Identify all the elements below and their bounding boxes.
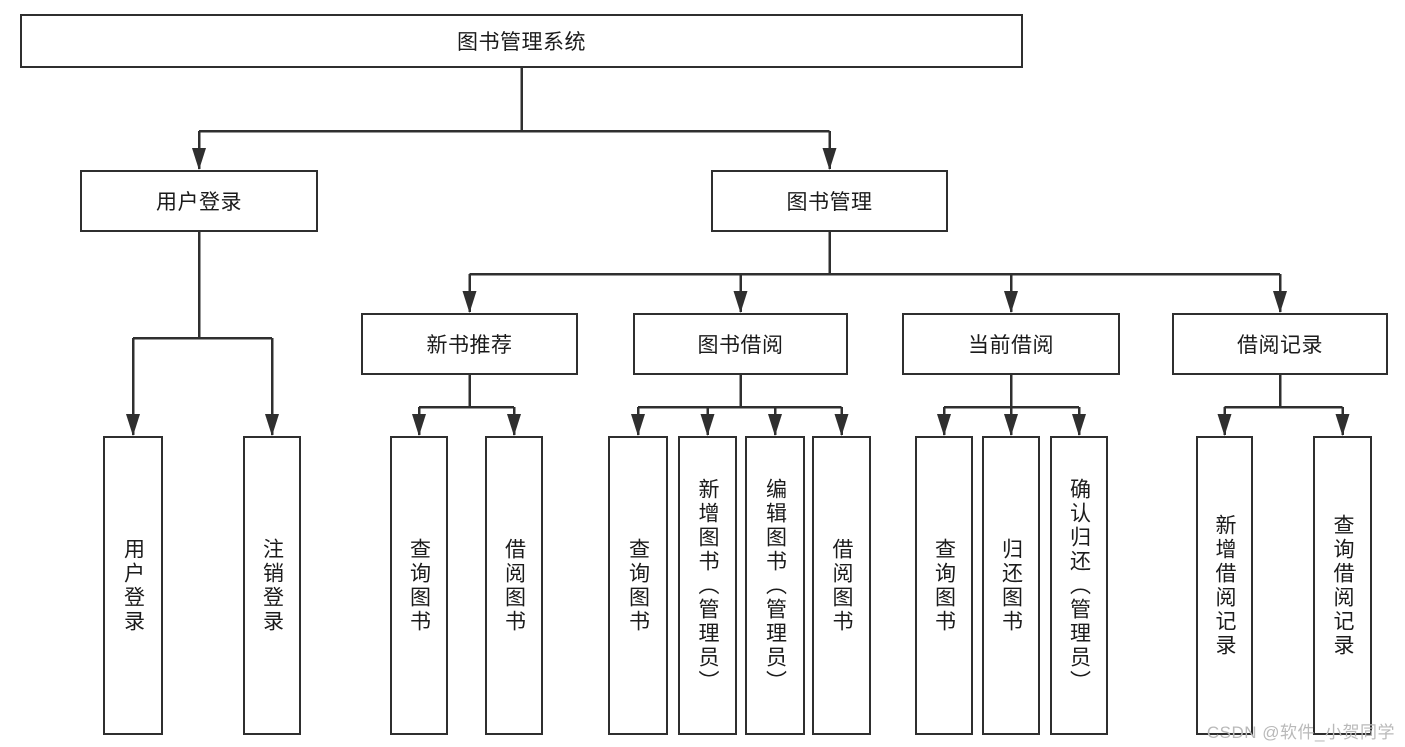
node-label: 确认归还（管理员） [1067,477,1091,694]
edge-arrowhead [192,148,206,170]
edge-arrowhead [1273,291,1287,313]
node-label: 图书管理 [786,191,873,214]
node-label: 借阅图书 [502,537,526,634]
node-label: 用户登录 [156,191,242,214]
node-label: 借阅记录 [1237,334,1323,357]
edge-arrowhead [1004,414,1018,436]
node-label: 归还图书 [999,537,1023,634]
node-label: 查询图书 [932,537,956,634]
node-leaf-query-3[interactable]: 查询图书 [915,436,973,735]
node-label: 图书管理系统 [457,31,586,54]
node-leaf-borrow-2[interactable]: 借阅图书 [812,436,871,735]
node-current-borrow[interactable]: 当前借阅 [902,313,1120,375]
watermark: CSDN @软件_小贺同学 [1206,723,1395,742]
node-leaf-query-rec[interactable]: 查询借阅记录 [1313,436,1372,735]
node-user-login[interactable]: 用户登录 [80,170,318,232]
node-label: 注销登录 [260,537,284,634]
node-leaf-add-rec[interactable]: 新增借阅记录 [1196,436,1253,735]
node-label: 用户登录 [121,537,145,634]
node-root[interactable]: 图书管理系统 [20,14,1023,68]
edge-arrowhead [412,414,426,436]
node-leaf-query-2[interactable]: 查询图书 [608,436,668,735]
edge-arrowhead [834,414,849,436]
node-book-borrow[interactable]: 图书借阅 [633,313,848,375]
node-label: 查询图书 [407,537,431,634]
node-borrow-record[interactable]: 借阅记录 [1172,313,1388,375]
node-label: 查询图书 [626,537,650,634]
node-leaf-user-login[interactable]: 用户登录 [103,436,163,735]
node-new-book-rec[interactable]: 新书推荐 [361,313,578,375]
edge-arrowhead [1072,414,1086,436]
edge-arrowhead [768,414,782,436]
edge-arrowhead [1335,414,1350,436]
edge-arrowhead [937,414,951,436]
node-label: 新书推荐 [426,334,513,357]
node-leaf-logout[interactable]: 注销登录 [243,436,301,735]
edge-arrowhead [1004,291,1018,313]
node-label: 当前借阅 [968,334,1054,357]
edge-arrowhead [733,291,748,313]
node-leaf-edit-book[interactable]: 编辑图书（管理员） [745,436,805,735]
edge-arrowhead [700,414,715,436]
edge-arrowhead [462,291,477,313]
edge-arrowhead [126,414,140,436]
node-label: 借阅图书 [830,537,853,634]
edge-arrowhead [1217,414,1232,436]
edge-arrowhead [507,414,521,436]
node-leaf-borrow-1[interactable]: 借阅图书 [485,436,543,735]
node-label: 查询借阅记录 [1331,513,1354,658]
node-leaf-confirm[interactable]: 确认归还（管理员） [1050,436,1108,735]
node-leaf-return[interactable]: 归还图书 [982,436,1040,735]
node-label: 编辑图书（管理员） [763,477,787,694]
node-label: 新增图书（管理员） [696,477,719,694]
node-book-manage[interactable]: 图书管理 [711,170,948,232]
edge-arrowhead [265,414,279,436]
node-leaf-add-book[interactable]: 新增图书（管理员） [678,436,737,735]
edge-arrowhead [822,148,837,170]
node-leaf-query-1[interactable]: 查询图书 [390,436,448,735]
node-label: 新增借阅记录 [1213,513,1236,658]
edge-arrowhead [631,414,645,436]
node-label: 图书借阅 [697,334,784,357]
